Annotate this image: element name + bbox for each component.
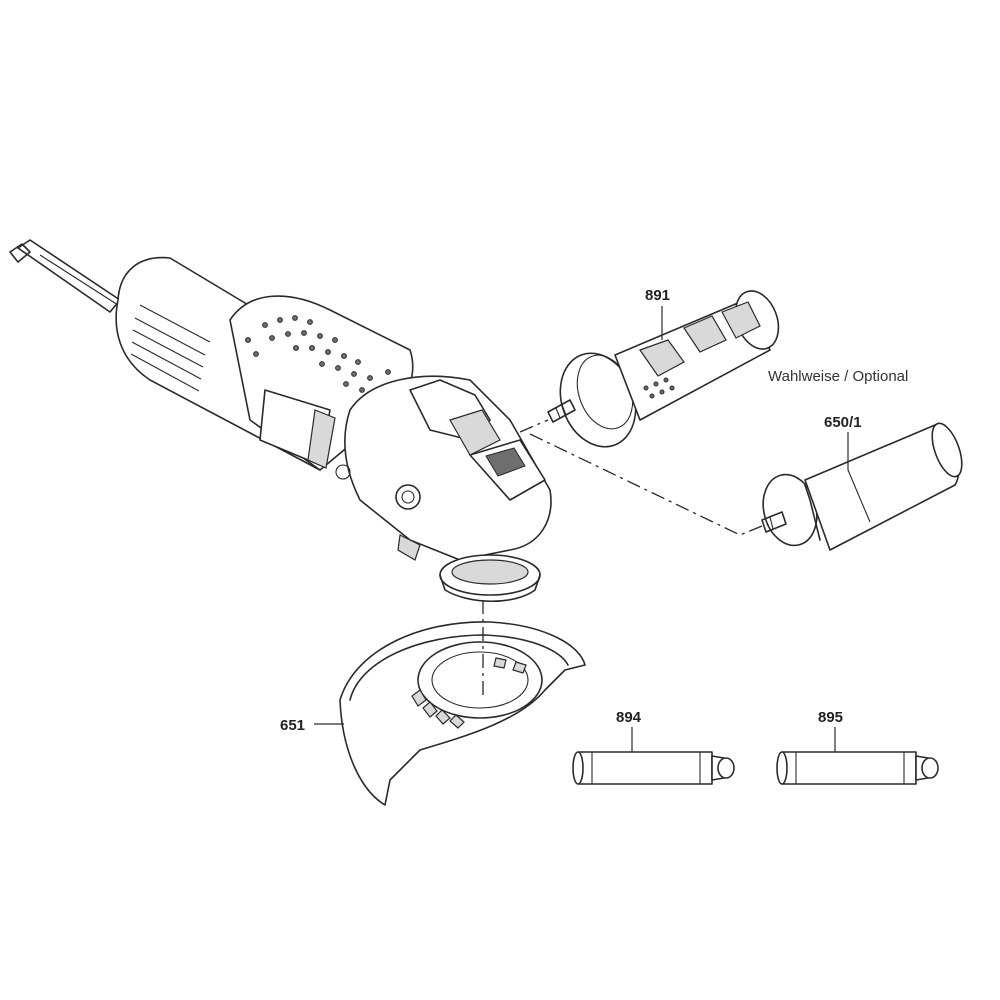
assembly-lines — [482, 419, 763, 700]
part-label-894: 894 — [616, 709, 642, 726]
vent-slots — [130, 304, 211, 392]
part-894-sleeve — [572, 751, 735, 785]
leader-lines — [314, 306, 849, 752]
part-label-895: 895 — [818, 709, 844, 726]
part-label-891: 891 — [645, 287, 671, 304]
part-label-650-1: 650/1 — [824, 414, 862, 431]
part-650-1-handle — [761, 422, 963, 551]
part-label-651: 651 — [280, 717, 306, 734]
angle-grinder — [9, 239, 552, 603]
part-891-handle — [547, 290, 780, 448]
grip-dots — [245, 315, 391, 397]
optional-note: Wahlweise / Optional — [768, 368, 909, 385]
part-651-guard — [339, 621, 586, 806]
part-895-sleeve — [776, 751, 939, 785]
